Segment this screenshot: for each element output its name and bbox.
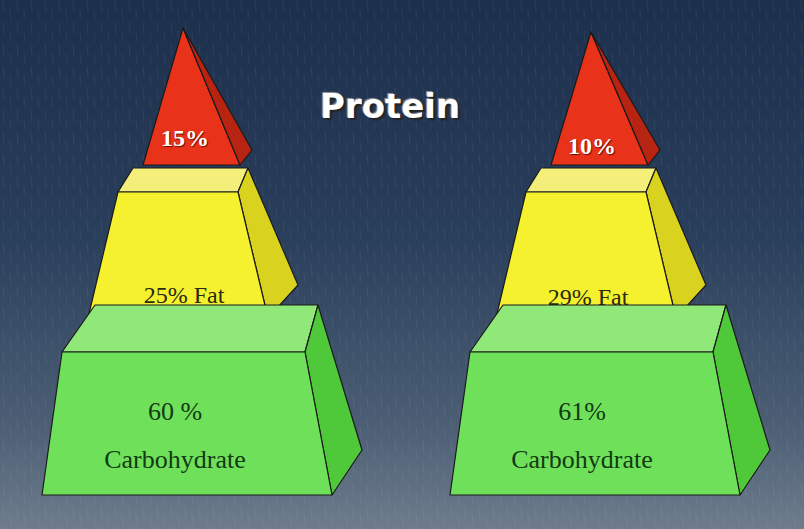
protein-triangle: 15% — [143, 28, 252, 165]
percentage-label: 61% Carbohydrate — [487, 388, 677, 484]
title: Protein — [320, 86, 460, 126]
protein-triangle: 10% — [551, 32, 660, 165]
carbohydrate-trapezoid: 61% Carbohydrate — [450, 305, 770, 495]
percentage-label: 15% — [145, 124, 225, 152]
shape-face — [62, 305, 318, 352]
shape-face — [470, 305, 726, 352]
percentage-label: 10% — [552, 132, 632, 160]
shape-face — [450, 352, 740, 495]
percentage-label: 60 % Carbohydrate — [80, 388, 270, 484]
shape-face — [118, 168, 248, 192]
shape-face — [42, 352, 332, 495]
carbohydrate-trapezoid: 60 % Carbohydrate — [42, 305, 362, 495]
shape-face — [496, 192, 676, 318]
shape-face — [88, 192, 268, 318]
shape-face — [526, 168, 656, 192]
fat-trapezoid: 29% Fat — [496, 168, 706, 318]
fat-trapezoid: 25% Fat — [88, 168, 298, 318]
